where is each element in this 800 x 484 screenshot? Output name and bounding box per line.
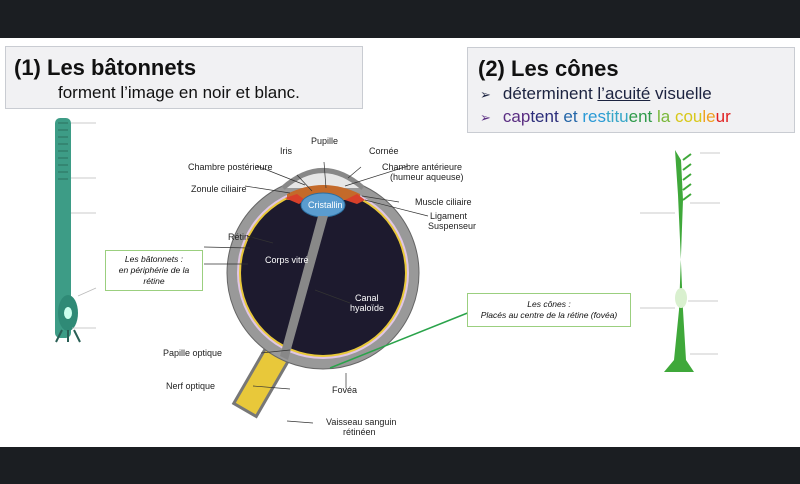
cones-bullet-2: ➢ captent et restituent la couleur <box>480 107 731 127</box>
slide: (1) Les bâtonnets forment l’image en noi… <box>0 38 800 447</box>
cones-bullet-1: ➢ déterminent l’acuité visuelle <box>480 84 712 104</box>
colored-word-segment: res <box>582 107 606 126</box>
colored-word-segment: et <box>563 107 583 126</box>
label-muscle-ciliaire: Muscle ciliaire <box>415 197 472 207</box>
label-retineen: rétinéen <box>343 427 376 437</box>
label-fovea: Fovéa <box>332 385 358 395</box>
colored-word-segment: ent <box>628 107 657 126</box>
callout-line: Les cônes : <box>527 299 571 309</box>
label-hyaloide: hyaloïde <box>350 303 385 313</box>
eyeball <box>226 168 420 419</box>
text: déterminent <box>502 84 598 103</box>
cones-callout: Les cônes : Placés au centre de la rétin… <box>467 293 631 327</box>
colored-word-segment: le <box>702 107 716 126</box>
label-chambre-anterieure: Chambre antérieure <box>382 162 463 172</box>
colored-word-segment: la <box>657 107 675 126</box>
cones-title-box: (2) Les cônes ➢ déterminent l’acuité visu… <box>467 47 795 133</box>
rod-cell-illustration <box>55 118 97 343</box>
colored-word-segment: cap <box>502 107 531 126</box>
cones-title: (2) Les cônes <box>478 56 619 81</box>
label-iris: Iris <box>280 146 292 156</box>
callout-line: en périphérie de la <box>118 265 190 275</box>
label-cornee: Cornée <box>369 146 399 156</box>
cone-callout-line <box>329 311 471 369</box>
callout-line: Les bâtonnets : <box>124 254 184 264</box>
arrow-bullet-icon: ➢ <box>480 87 491 102</box>
label-zonule: Zonule ciliaire <box>191 184 247 194</box>
label-pupille: Pupille <box>311 136 339 146</box>
acuity-underlined: l’acuité <box>597 84 651 103</box>
rods-subtitle: forment l’image en noir et blanc. <box>58 83 300 102</box>
label-chambre-posterieure: Chambre postérieure <box>188 162 273 172</box>
label-retine: Rétine <box>228 232 255 242</box>
cone-cell-illustration <box>640 150 720 372</box>
label-cristallin: Cristallin <box>308 200 343 210</box>
colored-word-segment: cou <box>674 107 703 126</box>
arrow-bullet-icon: ➢ <box>480 110 491 125</box>
label-vaisseau-sanguin: Vaisseau sanguin <box>326 417 397 427</box>
colored-word-segment: tent <box>530 107 564 126</box>
rods-title-box: (1) Les bâtonnets forment l’image en noi… <box>5 46 363 109</box>
label-papille-optique: Papille optique <box>163 348 223 358</box>
label-suspenseur: Suspenseur <box>428 221 477 231</box>
rods-callout: Les bâtonnets : en périphérie de la réti… <box>105 250 203 291</box>
callout-line: Placés au centre de la rétine (fovéa) <box>480 310 618 320</box>
label-corps-vitre: Corps vitré <box>265 255 309 265</box>
label-humeur-aqueuse: (humeur aqueuse) <box>390 172 464 182</box>
leader-lines <box>203 161 429 424</box>
eye-diagram <box>55 118 720 424</box>
callout-line: rétine <box>143 276 165 286</box>
label-nerf-optique: Nerf optique <box>166 381 216 391</box>
rods-title: (1) Les bâtonnets <box>14 55 197 80</box>
label-ligament: Ligament <box>430 211 468 221</box>
colored-word-segment: titu <box>605 107 629 126</box>
colored-word-segment: ur <box>715 107 731 126</box>
text: visuelle <box>650 84 712 103</box>
label-canal: Canal <box>355 293 379 303</box>
